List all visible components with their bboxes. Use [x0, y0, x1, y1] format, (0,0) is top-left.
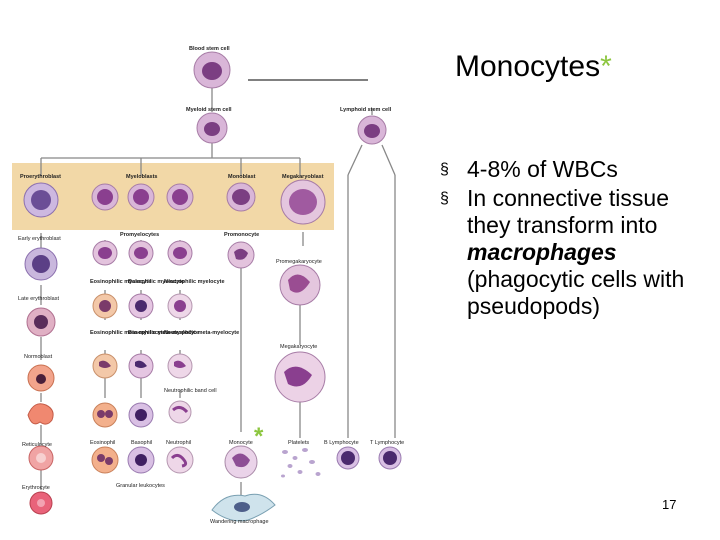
bullet-item: § In connective tissue they transform in… — [440, 185, 710, 320]
bullet-emphasis: macrophages — [467, 239, 617, 265]
bullet-item: § 4-8% of WBCs — [440, 156, 710, 183]
monocyte-cell — [224, 445, 258, 479]
monoblast-cell — [226, 182, 256, 212]
label-eosinophilic-myelocyte: Eosinophilic myelocyte — [90, 279, 151, 285]
label-neutrophil: Neutrophil — [166, 440, 191, 446]
promonocyte-cell — [227, 241, 255, 269]
early-erythroblast-cell — [24, 247, 58, 281]
label-lymphoid-stem-cell: Lymphoid stem cell — [340, 107, 392, 113]
label-reticulocyte: Reticulocyte — [22, 442, 52, 448]
title-star: * — [600, 50, 612, 83]
label-myeloblasts: Myeloblasts — [126, 174, 157, 180]
myeloblast-cell-2 — [127, 183, 155, 211]
slide-title: Monocytes* — [455, 50, 612, 84]
label-neutrophilic-myelocyte: Neutrophilic myelocyte — [164, 279, 225, 285]
label-eosinophilic-metamyelocyte: Eosinophilic meta-myelocyte — [90, 330, 166, 336]
label-promegakaryocyte: Promegakaryocyte — [276, 259, 322, 265]
label-t-lymphocyte: T Lymphocyte — [370, 440, 404, 446]
b-lymphocyte-cell — [336, 446, 360, 470]
late-erythroblast-cell — [26, 307, 56, 337]
lineage-connectors — [40, 79, 396, 498]
label-myeloid-stem-cell: Myeloid stem cell — [186, 107, 232, 113]
label-b-lymphocyte: B Lymphocyte — [324, 440, 359, 446]
band-cell — [168, 400, 192, 424]
blood-stem-cell — [193, 51, 231, 89]
label-normoblast: Normoblast — [24, 354, 53, 360]
promyelocyte-cells — [92, 240, 193, 266]
bullet-text-tail: (phagocytic cells with pseudopods) — [467, 266, 685, 319]
label-neutrophilic-band-cell: Neutrophilic band cell — [164, 388, 217, 394]
label-erythrocyte: Erythrocyte — [22, 485, 50, 491]
wandering-macrophage-cell — [211, 493, 276, 522]
label-basophilic-metamyelocyte: Basophilic meta-myelocyte — [128, 330, 199, 336]
label-late-erythroblast: Late erythroblast — [18, 296, 59, 302]
slide-title-text: Monocytes — [455, 50, 601, 83]
label-megakaryoblast: Megakaryoblast — [282, 174, 324, 180]
bullet-list: § 4-8% of WBCs § In connective tissue th… — [440, 156, 710, 322]
promegakaryocyte-cell — [279, 264, 321, 306]
bullet-marker: § — [440, 190, 449, 207]
metamyelocyte-cells — [92, 353, 193, 379]
proerythroblast-cell — [23, 182, 59, 218]
myelocyte-cells — [92, 293, 193, 319]
hematopoiesis-diagram: Blood stem cell Myeloid stem cell Lympho… — [12, 46, 404, 525]
label-platelets: Platelets — [288, 440, 309, 446]
myeloid-stem-cell — [196, 112, 228, 144]
bullet-marker: § — [440, 161, 449, 178]
label-blood-stem-cell: Blood stem cell — [189, 46, 230, 52]
megakaryoblast-cell — [280, 179, 326, 225]
label-promyelocytes: Promyelocytes — [120, 232, 159, 238]
t-lymphocyte-cell — [378, 446, 402, 470]
lymphoid-stem-cell — [357, 115, 387, 145]
monocyte-marker-star: * — [254, 423, 264, 450]
bullet-text: In connective tissue they transform into — [467, 185, 670, 238]
label-granular-leukocytes: Granular leukocytes — [116, 483, 165, 489]
label-basophilic-myelocyte: Basophilic myelocyte — [128, 279, 184, 285]
erythrocyte-final-cell — [29, 491, 53, 515]
megakaryocyte-cell — [274, 351, 326, 403]
erythrocyte-cell — [28, 445, 54, 471]
label-basophil: Basophil — [131, 440, 152, 446]
reticulocyte-cell — [27, 403, 54, 425]
label-megakaryocyte: Megakaryocyte — [280, 344, 317, 350]
label-proerythroblast: Proerythroblast — [20, 174, 61, 180]
label-promonocyte: Promonocyte — [224, 232, 259, 238]
page-number: 17 — [662, 497, 677, 512]
label-monocyte: Monocyte — [229, 440, 253, 446]
label-early-erythroblast: Early erythroblast — [18, 236, 61, 242]
label-neutrophilic-metamyelocyte: Neutrophilic meta-myelocyte — [164, 330, 239, 336]
myeloblast-cell-1 — [91, 183, 119, 211]
myeloblast-cell-3 — [166, 183, 194, 211]
label-monoblast: Monoblast — [228, 174, 256, 180]
normoblast-cell — [27, 364, 55, 392]
bullet-text: 4-8% of WBCs — [467, 156, 618, 182]
label-wandering-macrophage: Wandering macrophage — [210, 519, 269, 525]
platelet-cells — [281, 448, 321, 478]
mature-granulocyte-cells — [91, 402, 194, 474]
label-eosinophil: Eosinophil — [90, 440, 115, 446]
